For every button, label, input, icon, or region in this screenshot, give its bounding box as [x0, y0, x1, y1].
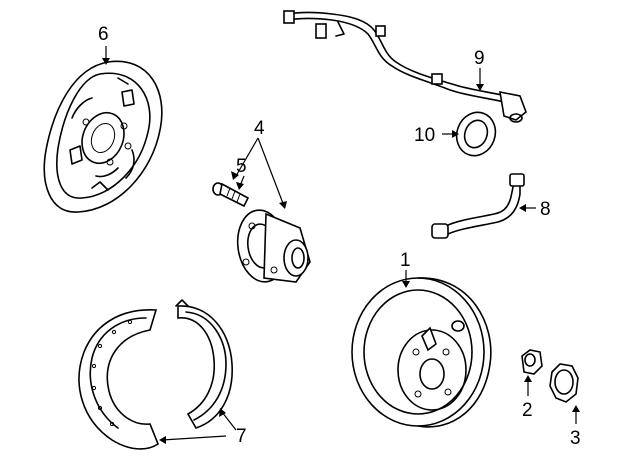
- callout-8: 8: [540, 199, 551, 220]
- lug-nut-small: [521, 349, 543, 375]
- callout-1: 1: [400, 250, 411, 271]
- callout-7: 7: [236, 426, 247, 447]
- leader-lines: [102, 46, 580, 444]
- callout-4: 4: [254, 118, 265, 139]
- callout-2: 2: [522, 400, 533, 421]
- brake-shoes: [78, 299, 233, 450]
- backing-plate: [43, 60, 163, 213]
- callout-6: 6: [98, 24, 109, 45]
- abs-sensor-harness: [283, 10, 527, 123]
- brake-hose: [431, 173, 525, 239]
- seal-ring: [455, 111, 497, 157]
- hub-bolt: [212, 182, 250, 208]
- callout-3: 3: [570, 428, 581, 449]
- hub-bearing: [236, 209, 311, 283]
- callout-5: 5: [236, 156, 247, 177]
- brake-drum: [351, 277, 492, 428]
- callout-9: 9: [474, 48, 485, 69]
- callout-10: 10: [414, 125, 435, 146]
- lug-nut-capped: [549, 363, 579, 403]
